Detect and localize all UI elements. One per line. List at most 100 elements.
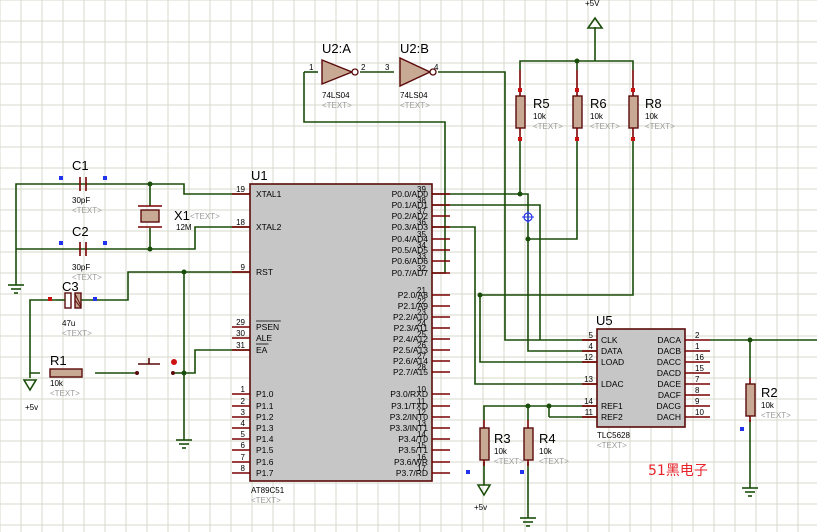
u5-pin-label-12: LOAD: [601, 357, 624, 367]
power-r3-label: +5v: [474, 503, 487, 512]
resistor-r2[interactable]: R2 10k <TEXT>: [745, 378, 791, 422]
c1-ref: C1: [72, 158, 89, 173]
capacitor-c1[interactable]: C1 30pF <TEXT>: [72, 158, 102, 215]
u2a-bubble: [351, 68, 359, 76]
u2a-inverter[interactable]: U2:A 1 2 74LS04 <TEXT>: [309, 41, 366, 110]
u5-right-pins: 2DACA1DACB16DACC15DACD7DACE8DACF9DACG10D…: [656, 331, 710, 422]
u1-pin-num-15: 15: [417, 441, 426, 450]
u1-pin-label-26: P2.5/A13: [393, 345, 428, 355]
resistor-r6[interactable]: R6 10k <TEXT>: [572, 70, 620, 140]
u5-pin-num-1: 1: [695, 342, 700, 351]
u1-text: <TEXT>: [251, 496, 281, 505]
u5-pin-num-7: 7: [695, 375, 700, 384]
u1-pin-label-12: P3.2/INT0: [390, 412, 429, 422]
u5-pin-label-14: REF1: [601, 401, 623, 411]
u1-pin-num-11: 11: [417, 397, 426, 406]
u1-pin-num-21: 21: [417, 286, 426, 295]
u2a-text: <TEXT>: [322, 101, 352, 110]
r5-value: 10k: [533, 112, 547, 121]
u1-pin-label-38: P0.1/AD1: [392, 200, 429, 210]
r1-value: 10k: [50, 379, 64, 388]
u1-pin-label-37: P0.2/AD2: [392, 211, 429, 221]
capacitor-c2[interactable]: C2 30pF <TEXT>: [72, 224, 102, 282]
u1-part: AT89C51: [251, 486, 285, 495]
r4-text: <TEXT>: [539, 457, 569, 466]
resistor-r1[interactable]: R1 10k <TEXT>: [49, 353, 83, 398]
junction-dots: [147, 58, 753, 409]
r8-text: <TEXT>: [645, 122, 675, 131]
u1-pin-label-4: P1.3: [256, 423, 274, 433]
r8-value: 10k: [645, 112, 659, 121]
u1-pin-num-32: 32: [417, 264, 426, 273]
r4-value: 10k: [539, 447, 553, 456]
u1-pin-label-11: P3.1/TXD: [391, 401, 428, 411]
u1-pin-num-26: 26: [417, 341, 426, 350]
u1-pin-num-13: 13: [417, 419, 426, 428]
u1-pin-num-18: 18: [236, 218, 245, 227]
u1-pin-num-8: 8: [241, 464, 246, 473]
u1-pin-num-4: 4: [241, 419, 246, 428]
u1-pin-label-30: ALE: [256, 333, 272, 343]
u2b-inverter[interactable]: U2:B 3 4 74LS04 <TEXT>: [385, 41, 439, 110]
u1-pin-num-7: 7: [241, 453, 246, 462]
resistor-r4[interactable]: R4 10k <TEXT>: [523, 420, 569, 466]
u1-pin-num-37: 37: [417, 207, 426, 216]
u5-pin-label-13: LDAC: [601, 379, 624, 389]
u5-pin-num-8: 8: [695, 386, 700, 395]
u1-pin-label-33: P0.6/AD6: [392, 256, 429, 266]
u5-pin-num-9: 9: [695, 397, 700, 406]
r2-text: <TEXT>: [761, 411, 791, 420]
u1-ref: U1: [251, 168, 268, 183]
u1-pin-num-25: 25: [417, 330, 426, 339]
u1-right-pins: 39P0.0/AD038P0.1/AD137P0.2/AD236P0.3/AD3…: [390, 185, 450, 478]
u1-pin-num-23: 23: [417, 308, 426, 317]
u5-pin-label-9: DACG: [656, 401, 681, 411]
u5-part: TLC5628: [597, 431, 630, 440]
u1-pin-num-10: 10: [417, 385, 426, 394]
u2a-out-pin: 2: [361, 63, 366, 72]
ground-symbol-r2: [742, 487, 758, 497]
u1-pin-num-22: 22: [417, 297, 426, 306]
c2-text: <TEXT>: [72, 273, 102, 282]
u5-pin-num-16: 16: [695, 353, 704, 362]
u1-pin-num-36: 36: [417, 218, 426, 227]
r6-text: <TEXT>: [590, 122, 620, 131]
u1-pin-num-19: 19: [236, 185, 245, 194]
u1-pin-label-1: P1.0: [256, 389, 274, 399]
r2-value: 10k: [761, 401, 775, 410]
u5-text: <TEXT>: [597, 441, 627, 450]
resistor-r3[interactable]: R3 10k <TEXT>: [479, 420, 524, 466]
x1-value: 12M: [176, 223, 192, 232]
u5-pin-label-11: REF2: [601, 412, 623, 422]
u1-pin-label-32: P0.7/AD7: [392, 268, 429, 278]
u1-pin-num-5: 5: [241, 430, 246, 439]
u1-pin-num-33: 33: [417, 252, 426, 261]
u1-pin-label-23: P2.2/A10: [393, 312, 428, 322]
c1-text: <TEXT>: [72, 206, 102, 215]
u1-pin-label-39: P0.0/AD0: [392, 189, 429, 199]
c3-ref: C3: [62, 279, 79, 294]
power-top-label: +5V: [585, 0, 600, 8]
r3-value: 10k: [494, 447, 508, 456]
r3-ref: R3: [494, 431, 511, 446]
u1-pin-label-24: P2.3/A11: [394, 323, 429, 333]
power-r1-label: +5v: [25, 403, 38, 412]
u1-pin-label-25: P2.4/A12: [393, 334, 428, 344]
u5-pin-num-11: 11: [585, 408, 594, 417]
u2b-text: <TEXT>: [400, 101, 430, 110]
capacitor-c3[interactable]: C3 47u <TEXT>: [56, 279, 100, 338]
u5-pin-label-4: DATA: [601, 346, 623, 356]
u1-pin-label-15: P3.5/T1: [398, 445, 428, 455]
u1-pin-num-31: 31: [236, 341, 245, 350]
u1-pin-label-16: P3.6/WR: [394, 457, 428, 467]
u1-pin-num-24: 24: [417, 319, 426, 328]
u1-pin-label-9: RST: [256, 267, 273, 277]
reset-button[interactable]: [135, 358, 177, 375]
c2-value: 30pF: [72, 263, 90, 272]
u1-pin-label-31: EA: [256, 345, 268, 355]
crystal-x1[interactable]: X1 12M <TEXT>: [138, 205, 220, 232]
